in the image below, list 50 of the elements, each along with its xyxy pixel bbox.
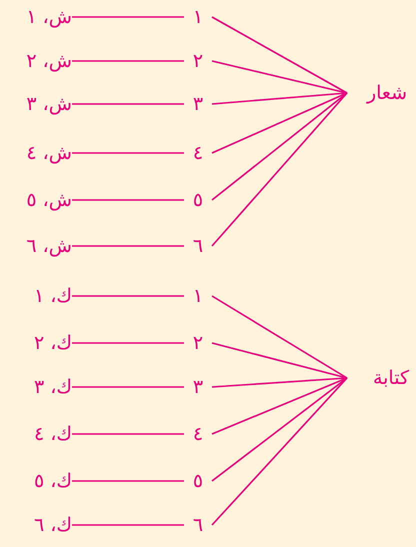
number-label: ٣ bbox=[184, 92, 212, 116]
connector-line bbox=[72, 524, 184, 526]
connector-line bbox=[212, 342, 348, 379]
connector-line bbox=[212, 295, 348, 379]
category-word: شعار bbox=[347, 81, 407, 105]
code-label: ك، ٣ bbox=[14, 375, 72, 399]
connector-line bbox=[211, 92, 348, 247]
connector-line bbox=[212, 377, 348, 482]
connector-line bbox=[212, 92, 348, 201]
connector-line bbox=[212, 16, 348, 94]
number-label: ٥ bbox=[184, 188, 212, 212]
connector-line bbox=[72, 16, 184, 18]
connector-line bbox=[72, 152, 184, 154]
connector-line bbox=[212, 92, 348, 154]
connector-line bbox=[72, 433, 184, 435]
number-label: ٣ bbox=[184, 375, 212, 399]
connector-line bbox=[72, 342, 184, 344]
connector-line bbox=[72, 480, 184, 482]
code-label: ش، ١ bbox=[14, 5, 72, 29]
code-label: ك، ٦ bbox=[14, 513, 72, 537]
connector-line bbox=[72, 199, 184, 201]
code-label: ش، ٦ bbox=[14, 234, 72, 258]
code-label: ك، ٢ bbox=[14, 331, 72, 355]
number-label: ٢ bbox=[184, 331, 212, 355]
number-label: ١ bbox=[184, 5, 212, 29]
number-label: ٤ bbox=[184, 141, 212, 165]
code-label: ش، ٤ bbox=[14, 141, 72, 165]
connector-line bbox=[212, 60, 348, 94]
number-label: ٤ bbox=[184, 422, 212, 446]
connector-line bbox=[72, 103, 184, 105]
connector-line bbox=[212, 377, 348, 388]
number-label: ٦ bbox=[184, 513, 212, 537]
code-label: ك، ٤ bbox=[14, 422, 72, 446]
connector-line bbox=[72, 60, 184, 62]
code-label: ش، ٢ bbox=[14, 49, 72, 73]
connector-line bbox=[212, 377, 348, 435]
code-label: ش، ٥ bbox=[14, 188, 72, 212]
connector-line bbox=[72, 245, 184, 247]
connector-line bbox=[212, 92, 348, 105]
connector-line bbox=[72, 386, 184, 388]
connector-line bbox=[211, 377, 348, 526]
code-label: ش، ٣ bbox=[14, 92, 72, 116]
number-label: ٢ bbox=[184, 49, 212, 73]
code-label: ك، ٥ bbox=[14, 469, 72, 493]
category-word: كتابة bbox=[347, 366, 409, 390]
number-label: ٥ bbox=[184, 469, 212, 493]
number-label: ١ bbox=[184, 284, 212, 308]
code-label: ك، ١ bbox=[14, 284, 72, 308]
number-label: ٦ bbox=[184, 234, 212, 258]
connector-line bbox=[72, 295, 184, 297]
